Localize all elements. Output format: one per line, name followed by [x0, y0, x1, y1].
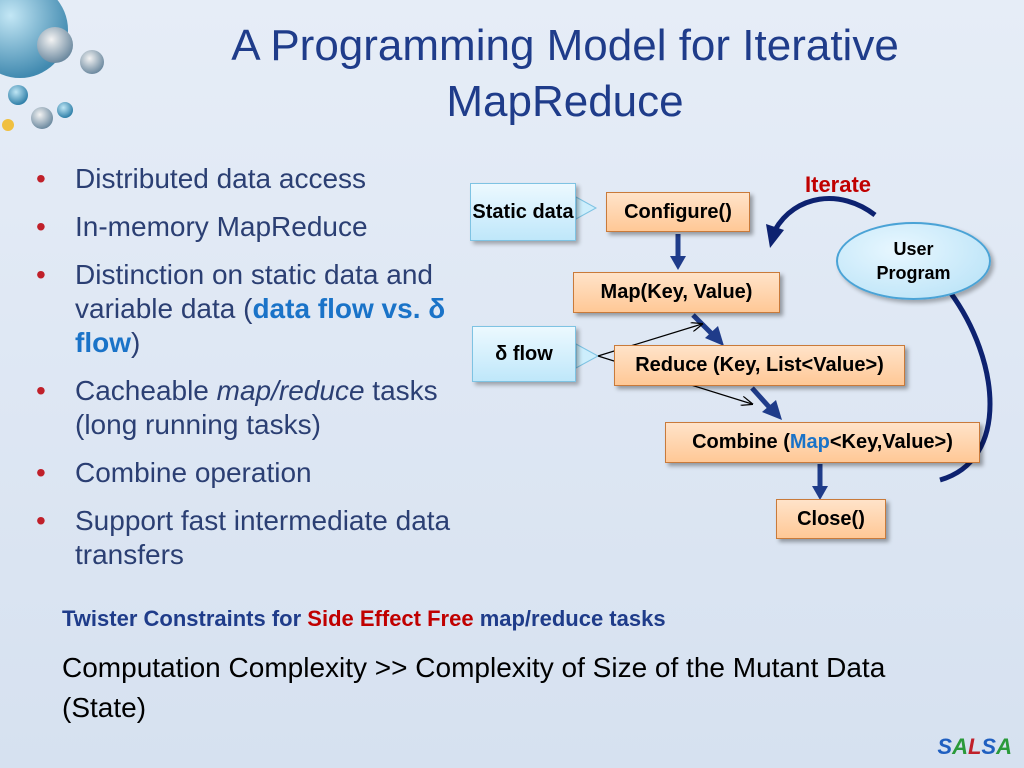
static-data-pointer [576, 197, 596, 219]
map-box: Map(Key, Value) [573, 272, 780, 313]
globe-decoration [0, 0, 130, 140]
delta-flow-callout: δ flow [472, 326, 576, 382]
complexity-statement: Computation Complexity >> Complexity of … [62, 648, 962, 728]
bullet-item: Support fast intermediate data transfers [30, 504, 460, 572]
iterate-loop-arrow [775, 199, 875, 230]
bullet-item: Distributed data access [30, 162, 460, 196]
user-program-node: User Program [836, 222, 991, 300]
bullet-list: Distributed data access In-memory MapRed… [30, 162, 460, 586]
iterate-arrowhead [766, 224, 784, 248]
slide-title: A Programming Model for Iterative MapRed… [150, 18, 980, 130]
close-box: Close() [776, 499, 886, 539]
bullet-item: Distinction on static data and variable … [30, 258, 460, 360]
reduce-box: Reduce (Key, List<Value>) [614, 345, 905, 386]
combine-box: Combine (Map<Key,Value>) [665, 422, 980, 463]
constraints-line: Twister Constraints for Side Effect Free… [62, 606, 666, 632]
iterate-label: Iterate [805, 172, 871, 198]
bullet-item: In-memory MapReduce [30, 210, 460, 244]
bullet-item: Cacheable map/reduce tasks (long running… [30, 374, 460, 442]
configure-box: Configure() [606, 192, 750, 232]
bullet-item: Combine operation [30, 456, 460, 490]
delta-flow-pointer [576, 344, 598, 368]
static-data-callout: Static data [470, 183, 576, 241]
salsa-logo: SALSA [937, 734, 1012, 760]
